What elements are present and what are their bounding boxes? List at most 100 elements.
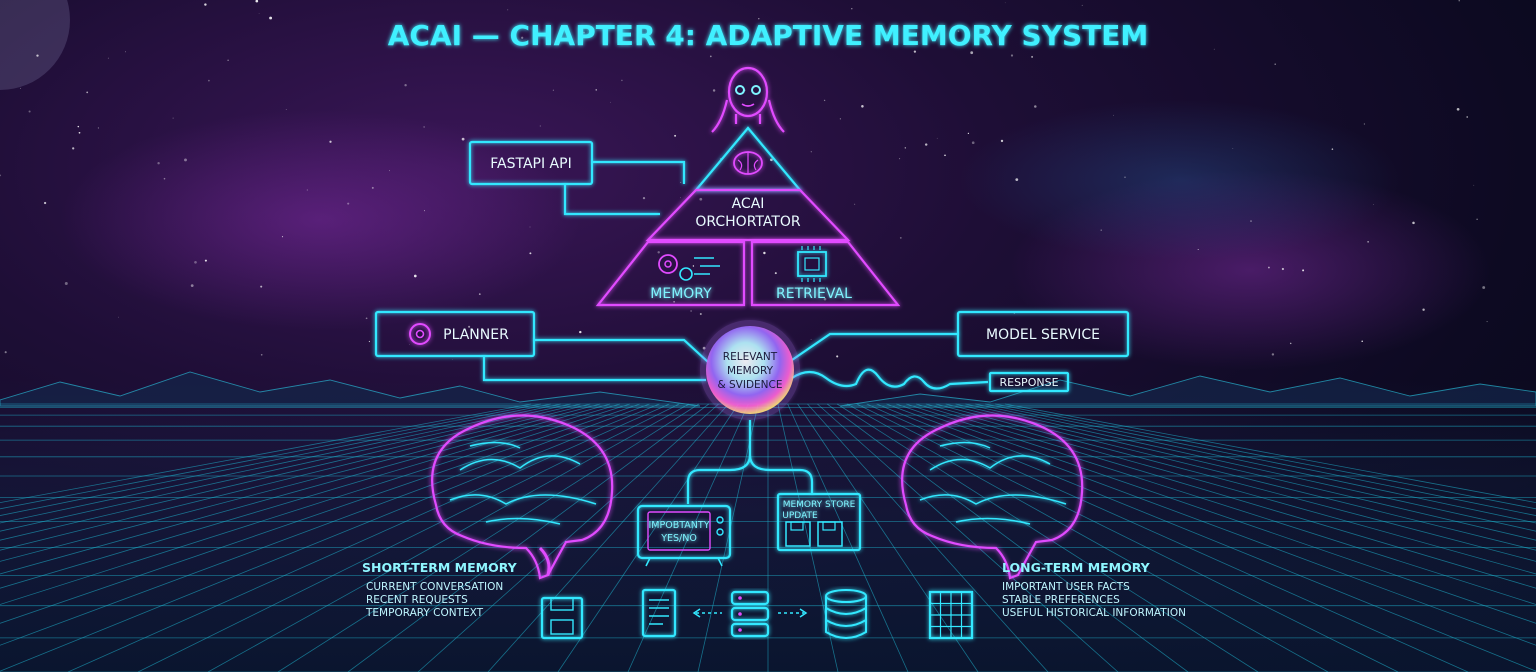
grid-line (627, 403, 749, 672)
short-term-heading: SHORT-TERM MEMORY (362, 560, 518, 575)
star (899, 158, 901, 160)
grid-line (137, 403, 680, 672)
grid-line (347, 403, 710, 672)
grid-line (0, 403, 621, 589)
star (709, 55, 712, 58)
server-icon (730, 590, 770, 638)
short-term-item: RECENT REQUESTS (366, 594, 468, 606)
grid-line (995, 403, 1536, 510)
importance-label-line1: IMPOBTANTY (649, 520, 710, 531)
star (1100, 229, 1102, 231)
model-service-label: MODEL SERVICE (986, 327, 1100, 343)
star (924, 143, 928, 146)
star (413, 274, 417, 278)
star (1213, 48, 1215, 50)
star (674, 134, 677, 137)
brain-icon (733, 151, 763, 175)
star (657, 251, 660, 254)
star (389, 170, 390, 172)
arrow-head (692, 608, 808, 618)
long-term-heading: LONG-TERM MEMORY (1002, 560, 1151, 575)
star (64, 282, 68, 285)
star (539, 125, 541, 127)
chip-icon (797, 246, 827, 282)
grid-line (0, 403, 660, 672)
star (468, 325, 471, 328)
floppy-icon (785, 521, 843, 547)
grid-line (0, 403, 581, 541)
star (204, 259, 207, 262)
gears-icon (658, 254, 720, 281)
grid-line (0, 403, 561, 524)
star (1081, 4, 1083, 6)
memory-node: MEMORY (595, 240, 746, 307)
grid-line (896, 403, 1536, 624)
grid-line (836, 403, 1259, 672)
page-title: ACAI — CHAPTER 4: ADAPTIVE MEMORY SYSTEM (388, 19, 1149, 52)
star (365, 317, 368, 320)
mountain-left (0, 371, 701, 407)
grid-line (697, 403, 759, 672)
star (1482, 286, 1486, 289)
star (680, 197, 681, 199)
star (854, 203, 856, 205)
star (172, 117, 174, 119)
star (970, 51, 974, 55)
star (851, 8, 853, 10)
planner-label: PLANNER (443, 327, 509, 343)
star (404, 84, 407, 87)
star (621, 79, 623, 82)
perspective-grid (0, 403, 1536, 672)
long-term-item: USEFUL HISTORICAL INFORMATION (1002, 607, 1186, 619)
response-node: RESPONSE (988, 371, 1070, 393)
star (227, 59, 229, 61)
star (1361, 340, 1363, 343)
star (699, 197, 703, 201)
star (507, 9, 509, 11)
grid-line (777, 403, 839, 672)
star (1466, 116, 1469, 118)
tv-icon: IMPOBTANTY YES/NO (636, 504, 732, 567)
star (1289, 342, 1292, 345)
star (347, 202, 350, 205)
star (0, 174, 2, 177)
grid-line (935, 403, 1536, 562)
brain-icon (431, 414, 614, 580)
star (1281, 267, 1285, 271)
star (1004, 2, 1006, 4)
grid-line (0, 403, 630, 605)
grid-line (906, 403, 1536, 605)
star (36, 54, 39, 57)
star (190, 284, 194, 287)
star (269, 16, 273, 20)
orchestrator-node: ACAI ORCHORTATOR (645, 188, 851, 242)
star (552, 89, 554, 91)
star (77, 125, 80, 128)
star (1473, 184, 1475, 186)
long-term-item: IMPORTANT USER FACTS (1002, 581, 1130, 593)
response-waveform (791, 368, 989, 390)
star (368, 340, 370, 343)
star (125, 51, 126, 53)
star (712, 89, 716, 92)
star (904, 147, 906, 149)
star (1302, 269, 1305, 272)
retrieval-node: RETRIEVAL (750, 240, 901, 307)
fastapi-label: FASTAPI API (490, 156, 571, 172)
star (899, 237, 902, 239)
relevant-memory-orb: RELEVANT MEMORY & SVIDENCE (700, 320, 800, 420)
grid-line (0, 403, 650, 646)
star (823, 297, 827, 301)
avatar-icon (711, 66, 785, 133)
star (163, 177, 166, 180)
star (1456, 107, 1460, 111)
star (1373, 204, 1374, 206)
star (43, 201, 47, 205)
grid-line (0, 403, 541, 510)
short-term-item: TEMPORARY CONTEXT (365, 607, 484, 619)
star (78, 131, 81, 134)
grid-line (787, 403, 909, 672)
star (1008, 26, 1011, 29)
orb-label-line3: & SVIDENCE (717, 379, 782, 391)
orchestrator-label-line2: ORCHORTATOR (695, 214, 801, 230)
